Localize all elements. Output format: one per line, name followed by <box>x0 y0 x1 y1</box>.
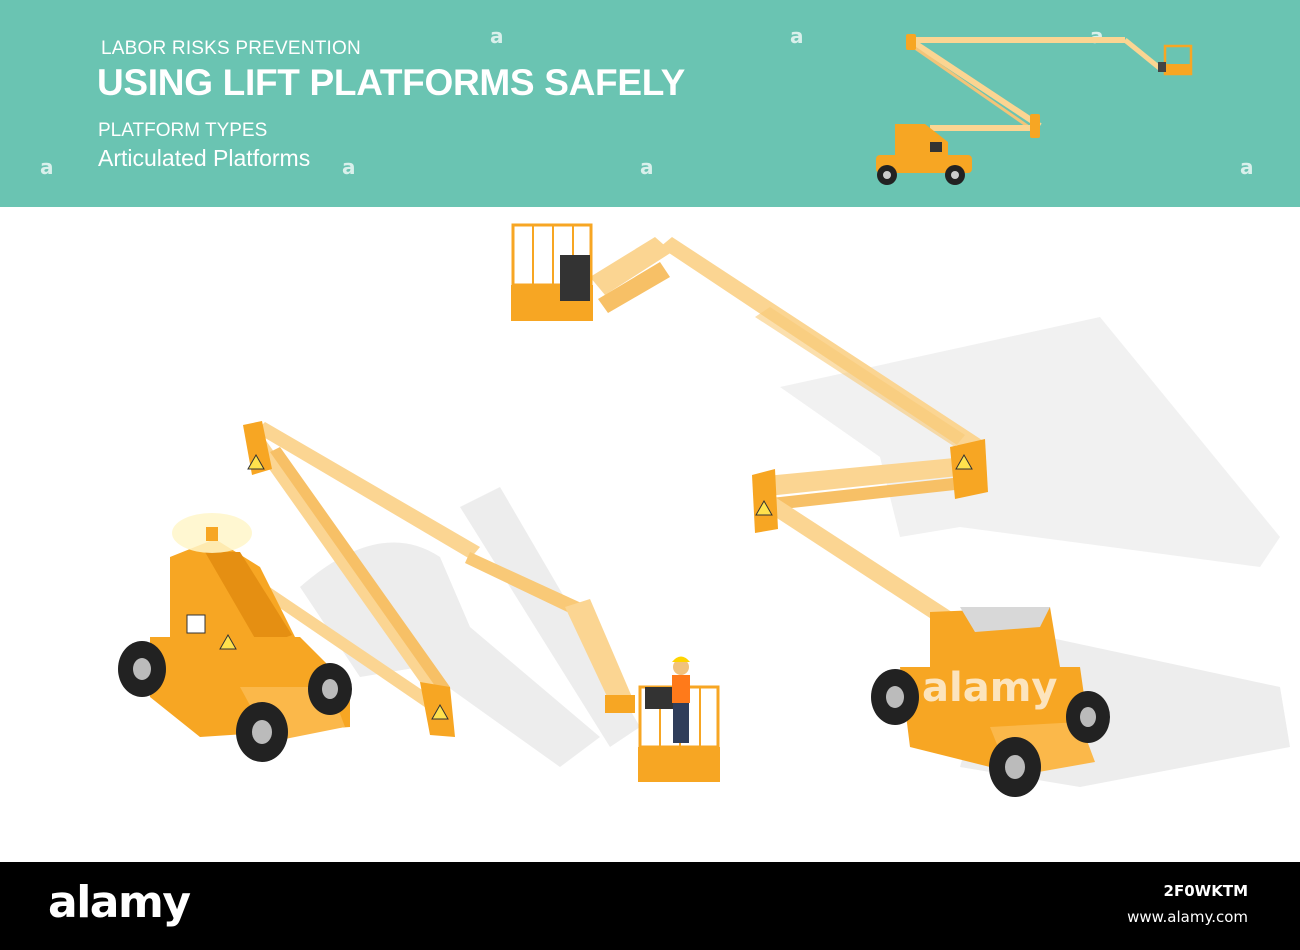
work-basket <box>511 223 593 321</box>
left-articulated-lift <box>118 421 720 782</box>
right-articulated-lift <box>511 223 1110 797</box>
watermark-glyph: a <box>790 24 804 48</box>
warning-triangle-icon <box>219 633 237 650</box>
warning-triangle-icon <box>247 453 265 470</box>
illustration-scene: alamy <box>0 207 1300 862</box>
footer-url: www.alamy.com <box>1127 908 1248 926</box>
warning-triangle-icon <box>755 499 773 516</box>
header-banner: LABOR RISKS PREVENTION USING LIFT PLATFO… <box>0 0 1300 207</box>
watermark-glyph: a <box>490 24 504 48</box>
watermark-glyph: a <box>342 155 356 179</box>
ground-shadows <box>300 317 1290 787</box>
watermark-text: alamy <box>922 665 1058 711</box>
label-sticker <box>186 614 206 634</box>
lift-illustration <box>118 223 1290 797</box>
page-title: USING LIFT PLATFORMS SAFELY <box>97 62 686 103</box>
section-title: Articulated Platforms <box>98 145 311 171</box>
watermark-glyph: a <box>40 155 54 179</box>
section-label: PLATFORM TYPES <box>98 120 268 141</box>
worker-figure <box>672 656 690 743</box>
footer-logo: alamy <box>48 877 191 928</box>
articulated-lift-icon <box>876 34 1193 185</box>
work-basket <box>638 656 720 782</box>
watermark-glyph: a <box>640 155 654 179</box>
footer-bar: alamy 2F0WKTM www.alamy.com <box>0 862 1300 950</box>
kicker-text: LABOR RISKS PREVENTION <box>101 38 361 59</box>
image-id: 2F0WKTM <box>1163 882 1248 900</box>
warning-triangle-icon <box>431 703 449 720</box>
warning-triangle-icon <box>955 453 973 470</box>
watermark-glyph: a <box>1240 155 1254 179</box>
